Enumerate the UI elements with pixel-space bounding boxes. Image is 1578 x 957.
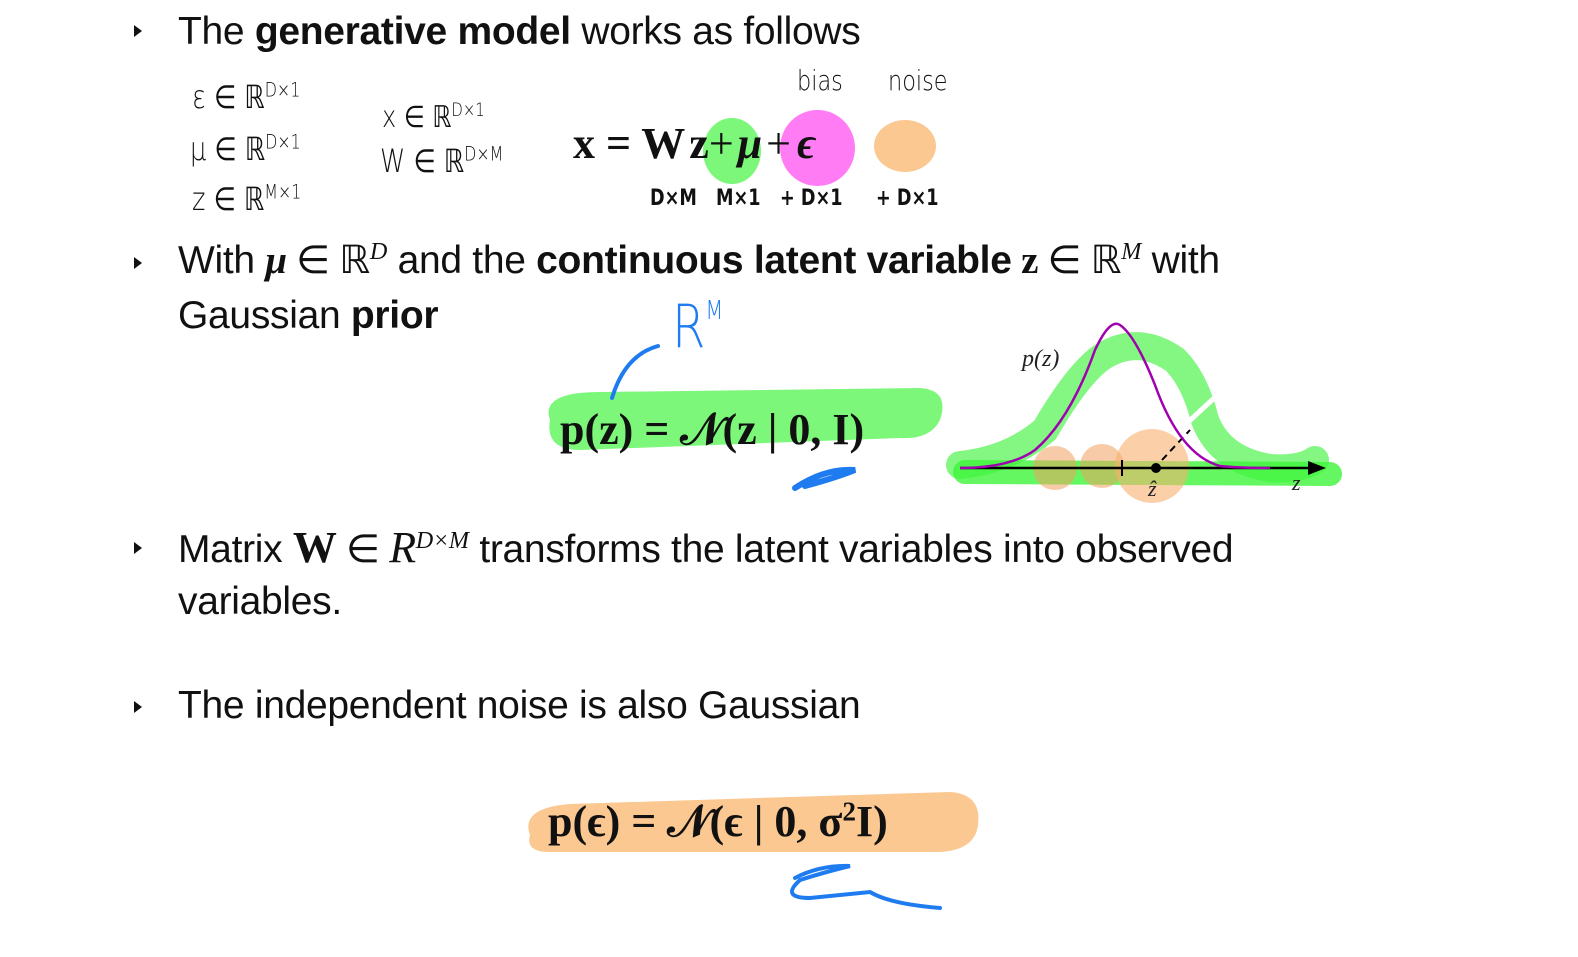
handwritten-def-mu: μ ∈ ℝD×1 <box>190 130 301 168</box>
dashed-line <box>1161 429 1191 461</box>
white-stroke <box>1183 298 1322 427</box>
text: z <box>689 119 709 168</box>
dim-epsilon: + D×1 <box>876 186 939 211</box>
bullet-marker <box>134 257 142 269</box>
text: 2 <box>842 796 856 827</box>
dim-mu: + D×1 <box>780 186 843 211</box>
bullet-marker <box>134 542 142 554</box>
bullet-matrix-w-line2: variables. <box>178 580 342 623</box>
bold-text: continuous latent variable <box>536 239 1012 282</box>
z-hat-point <box>1151 463 1161 473</box>
text: The <box>178 10 255 53</box>
highlight-epsilon <box>874 120 936 172</box>
handwritten-def-w: W ∈ ℝD×M <box>380 142 503 180</box>
text: With <box>178 239 266 282</box>
blue-scribble <box>792 466 857 491</box>
orange-highlight-noise <box>528 792 979 852</box>
math-mu: μ <box>265 239 287 282</box>
plot-marker-label: ẑ <box>1147 476 1157 501</box>
highlight-z <box>703 118 761 184</box>
bold-text: generative model <box>254 10 571 53</box>
text: + <box>766 119 791 168</box>
dim-z: M×1 <box>716 186 761 211</box>
noise-annotations <box>528 792 979 910</box>
text: ϵ <box>796 119 816 168</box>
text: ∈ <box>336 528 390 571</box>
text: ε ∈ ℝ <box>192 78 265 116</box>
text: R <box>389 523 416 572</box>
bullet-latent-variable-line2: Gaussian prior <box>178 294 439 338</box>
axis-arrow <box>1308 461 1326 475</box>
text: D×1 <box>264 78 301 102</box>
text: x ∈ ℝ <box>382 100 452 135</box>
blue-stroke <box>610 344 660 400</box>
text: and the <box>387 239 537 282</box>
text: Gaussian <box>178 294 351 337</box>
handwritten-def-x: x ∈ ℝD×1 <box>382 100 485 135</box>
text: M <box>705 296 724 326</box>
text: R <box>672 292 706 362</box>
math-w: W <box>292 523 337 572</box>
generative-equation: x = Wz+μ+ϵ <box>573 118 816 169</box>
highlight-mu <box>780 110 855 186</box>
text: ∈ ℝ <box>1038 239 1122 282</box>
text: with <box>1141 239 1220 282</box>
bullet-matrix-w: Matrix W ∈ RD×M transforms the latent va… <box>178 522 1234 573</box>
text: D <box>369 238 388 265</box>
plot-xlabel: z <box>1291 470 1301 495</box>
handwritten-rm: RM <box>672 292 723 362</box>
plot-ylabel: p(z) <box>1020 346 1059 372</box>
text: D×1 <box>265 130 301 154</box>
text: transforms the latent variables into obs… <box>468 528 1234 571</box>
noise-equation: p(ϵ) = 𝒩(ϵ | 0, σ2I) <box>548 796 888 847</box>
bullet-noise: The independent noise is also Gaussian <box>178 684 861 727</box>
text: D×M <box>464 142 504 166</box>
bold-text: prior <box>350 294 439 337</box>
text: + <box>708 119 734 168</box>
gaussian-prior-plot: p(z) z ẑ <box>946 298 1342 503</box>
text: p(ϵ) = 𝒩(ϵ | 0, σ <box>548 797 843 846</box>
bullet-marker <box>134 701 142 713</box>
math-z: z <box>1011 239 1039 282</box>
text: z ∈ ℝ <box>192 180 265 218</box>
dim-w: D×M <box>650 186 697 211</box>
text: μ ∈ ℝ <box>190 130 266 168</box>
bullet-generative-model: The generative model works as follows <box>178 10 861 54</box>
text: I) <box>855 797 888 846</box>
bullet-latent-variable: With μ ∈ ℝD and the continuous latent va… <box>178 238 1220 283</box>
orange-dot <box>1080 444 1124 488</box>
label-noise: noise <box>888 64 948 97</box>
handwritten-def-epsilon: ε ∈ ℝD×1 <box>192 78 300 116</box>
text: works as follows <box>570 10 861 53</box>
prior-annotations <box>548 344 943 491</box>
text: W ∈ ℝ <box>380 142 465 180</box>
text: D×1 <box>451 100 485 121</box>
text: μ <box>737 119 763 168</box>
text: ∈ ℝ <box>286 239 370 282</box>
text: M <box>1121 238 1142 265</box>
text: M×1 <box>264 180 302 204</box>
pz-curve <box>959 322 1271 470</box>
bullet-marker <box>134 25 142 37</box>
handwritten-def-z: z ∈ ℝM×1 <box>192 180 301 218</box>
blue-scribble <box>790 863 942 910</box>
text: Matrix <box>178 528 293 571</box>
prior-equation: p(z) = 𝒩(z | 0, I) <box>560 405 865 454</box>
text: x = W <box>573 119 686 168</box>
label-bias: bias <box>797 64 843 97</box>
text: D×M <box>415 527 469 554</box>
green-highlight-prior <box>548 388 943 450</box>
